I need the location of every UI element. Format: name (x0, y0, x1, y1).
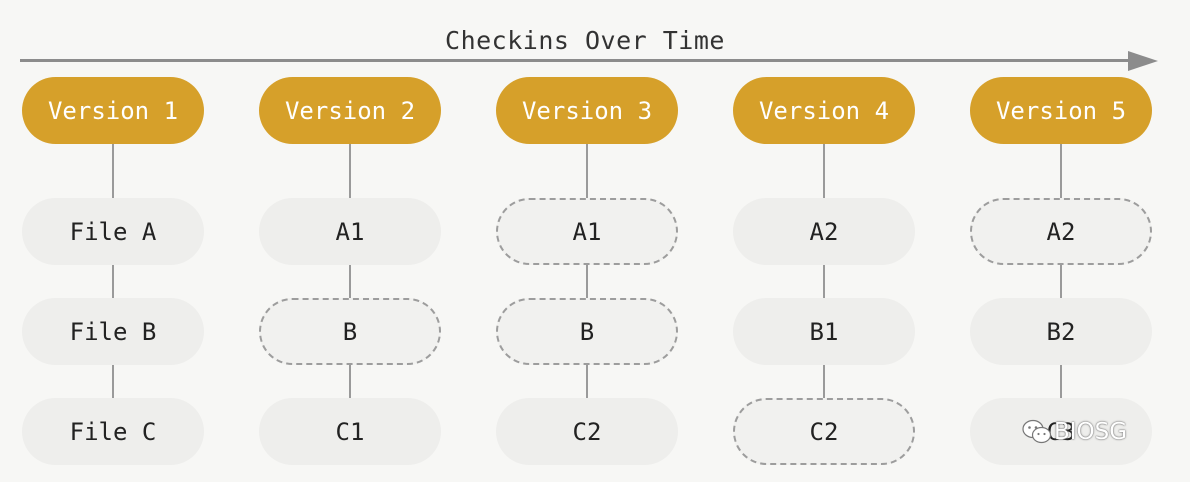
connector-line (823, 365, 825, 398)
connector-line (1060, 144, 1062, 198)
time-axis-arrowhead (1128, 51, 1158, 71)
connector-line (823, 265, 825, 298)
watermark-text: BIOSG (1054, 419, 1128, 445)
version-node: Version 1 (22, 77, 204, 144)
connector-line (112, 144, 114, 198)
connector-line (1060, 265, 1062, 298)
watermark: BIOSG (1022, 412, 1127, 452)
file-node-unchanged: B (259, 298, 441, 365)
axis-title: Checkins Over Time (445, 26, 725, 55)
file-node-unchanged: B (496, 298, 678, 365)
file-node: B1 (733, 298, 915, 365)
version-node: Version 4 (733, 77, 915, 144)
connector-line (1060, 365, 1062, 398)
connector-line (349, 265, 351, 298)
file-node: C3 (970, 398, 1152, 465)
connector-line (349, 144, 351, 198)
file-node: B2 (970, 298, 1152, 365)
wechat-icon (1022, 419, 1052, 444)
file-node: A2 (733, 198, 915, 265)
version-column-1: Version 1 File A File B File C (22, 0, 204, 482)
time-axis-line (20, 59, 1135, 62)
version-node: Version 3 (496, 77, 678, 144)
connector-line (586, 144, 588, 198)
file-node: A1 (259, 198, 441, 265)
connector-line (349, 365, 351, 398)
connector-line (112, 365, 114, 398)
file-node-unchanged: A2 (970, 198, 1152, 265)
file-node: File C (22, 398, 204, 465)
file-node: C1 (259, 398, 441, 465)
version-node: Version 5 (970, 77, 1152, 144)
connector-line (112, 265, 114, 298)
file-node-unchanged: A1 (496, 198, 678, 265)
file-node: C2 (496, 398, 678, 465)
version-node: Version 2 (259, 77, 441, 144)
connector-line (586, 365, 588, 398)
file-node: File B (22, 298, 204, 365)
file-node-unchanged: C2 (733, 398, 915, 465)
connector-line (823, 144, 825, 198)
file-node: File A (22, 198, 204, 265)
connector-line (586, 265, 588, 298)
